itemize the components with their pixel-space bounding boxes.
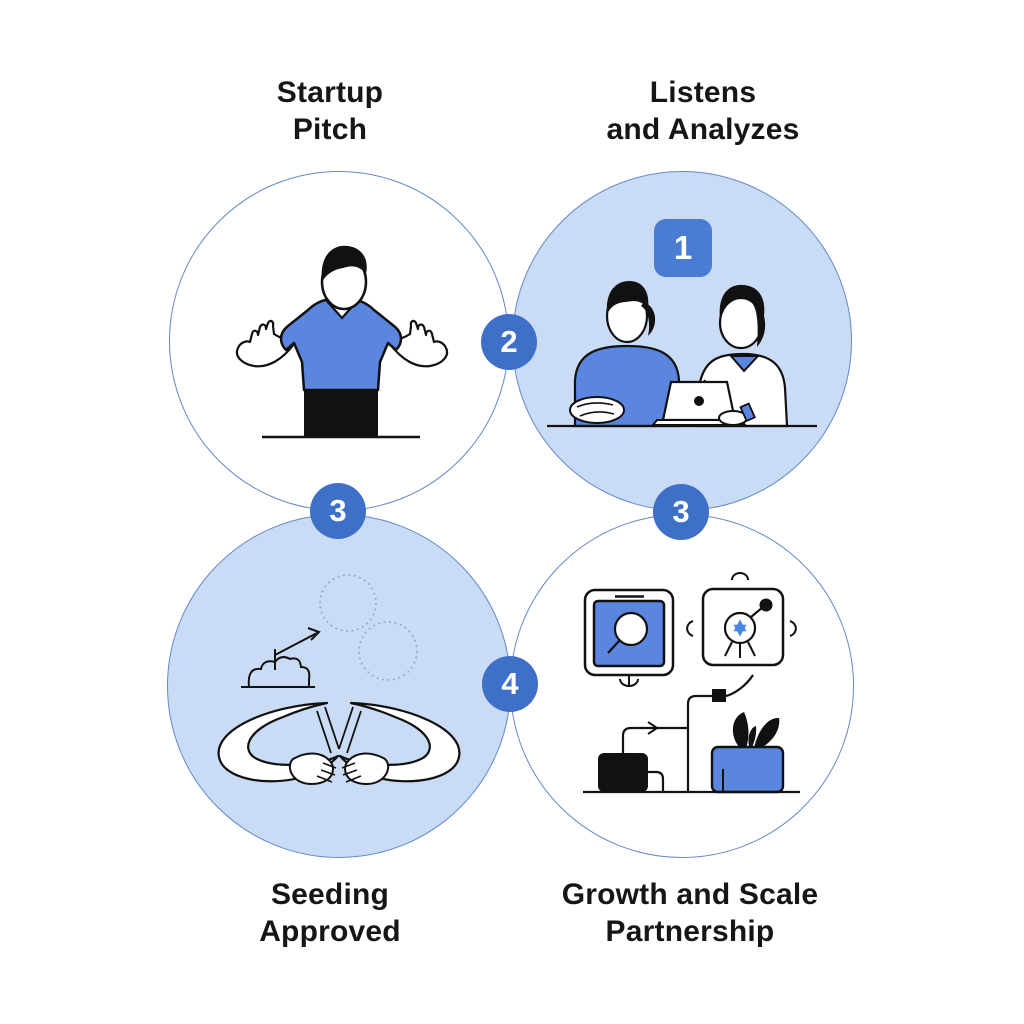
title-startup-pitch: Startup Pitch	[276, 76, 384, 146]
blue-polo-shirt	[279, 296, 403, 392]
circle-growth-scale	[510, 514, 854, 858]
blue-cuff	[739, 402, 757, 423]
right-bracket	[789, 620, 797, 637]
monitor-stand-arc	[619, 676, 639, 687]
right-cupped-hand	[338, 701, 461, 785]
arrow-head	[307, 627, 321, 641]
title-growth-scale: Growth and Scale Partnership	[561, 878, 819, 948]
black-dot	[759, 598, 773, 612]
magnifier-monitor-icon	[583, 588, 675, 687]
left-leaf	[732, 712, 749, 748]
two-people-at-laptop-illustration	[547, 281, 817, 428]
black-box	[598, 753, 648, 792]
title-listens-analyzes: Listens and Analyzes	[606, 76, 800, 146]
blue-collar	[728, 355, 761, 373]
dotted-circle-1	[319, 574, 377, 632]
shrugging-presenter-illustration	[235, 245, 449, 439]
right-open-hand	[388, 319, 449, 368]
cupped-hands-seedling-illustration	[217, 574, 461, 785]
blue-star	[733, 619, 747, 637]
dotted-circle-2	[358, 621, 418, 681]
target-node-icon	[686, 572, 797, 667]
blue-gift-plant-icon	[710, 712, 785, 794]
woman-hair	[606, 281, 649, 314]
left-bracket	[686, 620, 694, 637]
pants	[304, 388, 378, 437]
step-badge-2: 2	[481, 314, 537, 370]
left-cupped-hand	[217, 701, 340, 785]
right-leaf	[754, 717, 780, 749]
tripod-legs	[724, 641, 756, 658]
finger-lines	[576, 402, 615, 417]
growth-scale-icons-illustration	[583, 572, 800, 794]
center-leaf	[748, 726, 757, 747]
magnifier-handle	[607, 640, 620, 654]
bob-hair	[719, 284, 766, 347]
seedling-growth-sketch	[241, 627, 321, 688]
magnifier-lens	[613, 611, 649, 647]
title-seeding-approved: Seeding Approved	[259, 878, 401, 948]
laptop-logo-dot	[694, 396, 704, 406]
flow-arrow-head	[647, 721, 659, 735]
connector-square	[712, 689, 726, 702]
step-badge-3-right: 3	[653, 484, 709, 540]
step-badge-4: 4	[482, 656, 538, 712]
clasped-hands	[569, 396, 625, 424]
step-badge-3-left: 3	[310, 483, 366, 539]
step-badge-1: 1	[654, 219, 712, 277]
left-open-hand	[235, 319, 296, 368]
top-arc	[731, 572, 749, 581]
ponytail	[641, 302, 656, 336]
circle-seeding-approved	[167, 514, 511, 858]
connector-lines	[621, 674, 754, 792]
hair	[321, 245, 367, 282]
